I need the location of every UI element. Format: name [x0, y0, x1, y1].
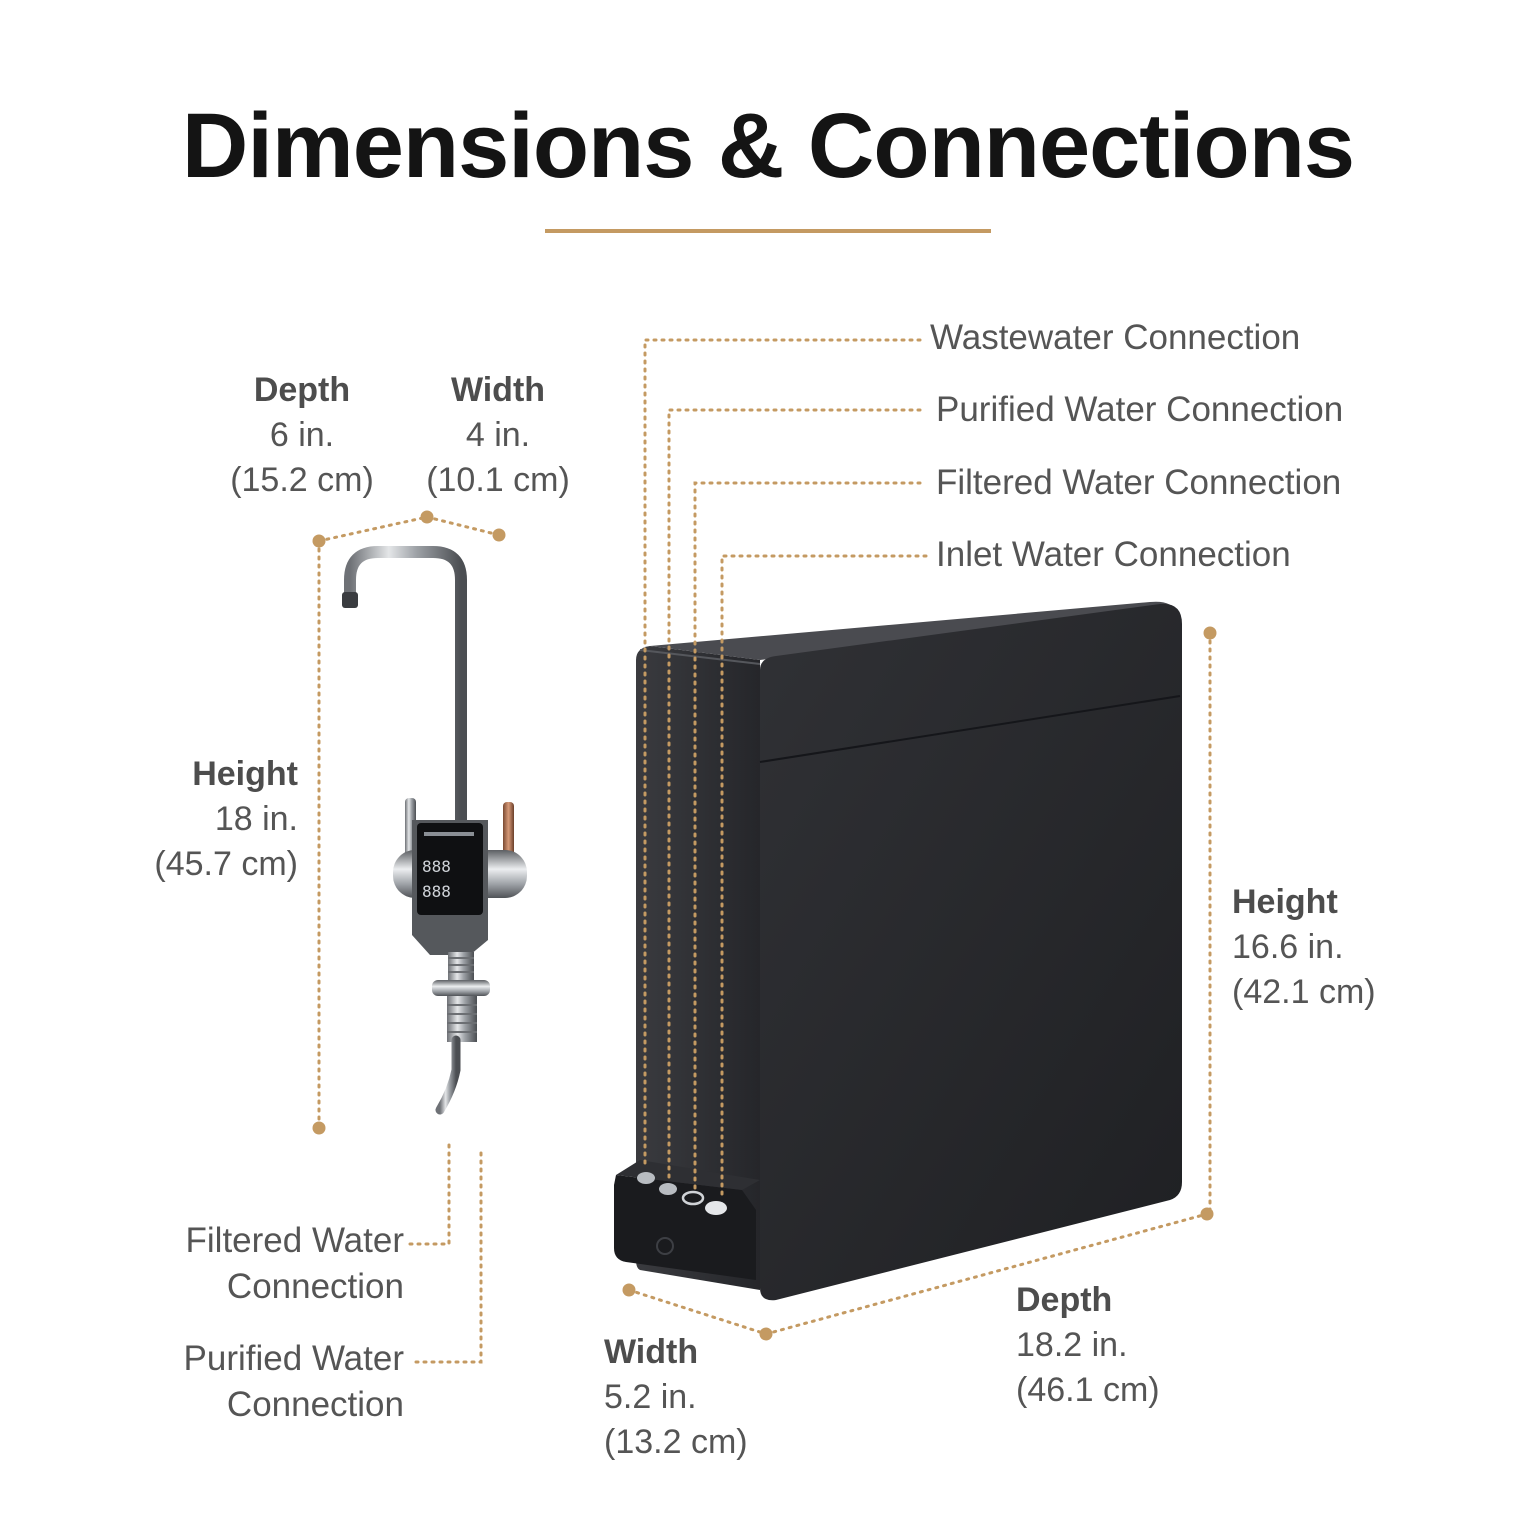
filtered-leader [693, 481, 922, 1192]
faucet-depth-label: Depth 6 in. (15.2 cm) [222, 368, 382, 503]
endpoint-dot [312, 534, 326, 548]
purified-leader [667, 408, 922, 1180]
endpoint-dot [1200, 1207, 1214, 1221]
purified-connection-label: Purified Water Connection [936, 390, 1344, 429]
endpoint-dot [492, 528, 506, 542]
inlet-connection-label: Inlet Water Connection [936, 535, 1291, 574]
faucet-display-header [424, 832, 474, 836]
faucet-mount-nut [432, 980, 490, 996]
faucet-depth-title: Depth [253, 371, 351, 409]
faucet-depth-metric: (15.2 cm) [230, 461, 374, 499]
faucet-filtered-tube [435, 1035, 461, 1115]
faucet-purified-line2: Connection [226, 1385, 404, 1424]
unit-width-metric: (13.2 cm) [604, 1423, 748, 1461]
dimension-endpoints [312, 510, 1217, 1341]
unit-depth-title: Depth [1016, 1281, 1113, 1319]
unit-width-leader [627, 1288, 768, 1336]
faucet-width-imperial: 4 in. [465, 416, 531, 454]
faucet-height-label: Height 18 in. (45.7 cm) [120, 752, 298, 887]
unit-power-button [656, 1237, 674, 1255]
faucet-height-metric: (45.7 cm) [154, 845, 298, 883]
faucet-display-digits: 888 888 [422, 857, 451, 901]
faucet-purified-leader [414, 1148, 483, 1364]
unit-top-face [650, 601, 1176, 660]
faucet-filtered-line2: Connection [226, 1267, 404, 1306]
faucet-spout-tip [342, 592, 358, 608]
unit-front-face [760, 603, 1182, 1301]
faucet-width-label: Width 4 in. (10.1 cm) [418, 368, 578, 503]
unit-width-label: Width 5.2 in. (13.2 cm) [604, 1330, 804, 1465]
endpoint-dot [420, 510, 434, 524]
unit-side-face [636, 646, 760, 1290]
faucet-purified-line1: Purified Water [183, 1339, 404, 1378]
unit-connection-base-top [616, 1160, 760, 1190]
faucet-filtered-line1: Filtered Water [185, 1221, 404, 1260]
unit-connection-base [614, 1175, 756, 1280]
faucet-shank [448, 952, 474, 982]
faucet-filtered-connection-label: Filtered Water Connection [140, 1218, 404, 1310]
filtration-unit-illustration [614, 601, 1182, 1301]
page-title: Dimensions & Connections [181, 95, 1355, 197]
faucet-width-title: Width [450, 371, 546, 409]
faucet-display [417, 823, 483, 915]
unit-depth-imperial: 18.2 in. [1016, 1326, 1128, 1364]
unit-depth-label: Depth 18.2 in. (46.1 cm) [1016, 1278, 1216, 1413]
dimension-leader-lines [317, 338, 1212, 1364]
unit-lid-seam [759, 695, 1181, 763]
faucet-spout [344, 546, 467, 836]
faucet-height-title: Height [192, 755, 298, 793]
faucet-depth-imperial: 6 in. [269, 416, 335, 454]
faucet-filtered-leader [408, 1138, 451, 1246]
faucet-right-handle [503, 802, 514, 860]
unit-connection-ports [637, 1172, 727, 1215]
faucet-threads [448, 957, 474, 973]
wastewater-leader [643, 338, 922, 1167]
faucet-purified-connection-label: Purified Water Connection [140, 1336, 404, 1428]
inlet-leader [720, 554, 928, 1202]
title-underline [545, 229, 991, 233]
faucet-depth-leader [317, 515, 429, 543]
endpoint-dot [312, 1121, 326, 1135]
endpoint-dot [759, 1327, 773, 1341]
faucet-mount-rod [447, 996, 477, 1042]
unit-height-imperial: 16.6 in. [1232, 928, 1344, 966]
faucet-width-leader [425, 515, 501, 537]
faucet-rod-threads [447, 1004, 477, 1033]
unit-height-metric: (42.1 cm) [1232, 973, 1376, 1011]
faucet-width-metric: (10.1 cm) [426, 461, 570, 499]
faucet-illustration: 888 888 [342, 546, 527, 1144]
unit-side-seam [639, 649, 761, 665]
unit-width-title: Width [604, 1333, 699, 1371]
unit-height-title: Height [1232, 883, 1338, 921]
unit-width-imperial: 5.2 in. [604, 1378, 697, 1416]
unit-depth-metric: (46.1 cm) [1016, 1371, 1160, 1409]
faucet-height-imperial: 18 in. [214, 800, 298, 838]
endpoint-dot [1203, 626, 1217, 640]
filtered-connection-label: Filtered Water Connection [936, 463, 1342, 502]
wastewater-connection-label: Wastewater Connection [930, 318, 1301, 357]
svg-text:888: 888 [422, 857, 451, 876]
endpoint-dot [622, 1283, 636, 1297]
unit-height-label: Height 16.6 in. (42.1 cm) [1232, 880, 1432, 1015]
svg-text:888: 888 [422, 882, 451, 901]
